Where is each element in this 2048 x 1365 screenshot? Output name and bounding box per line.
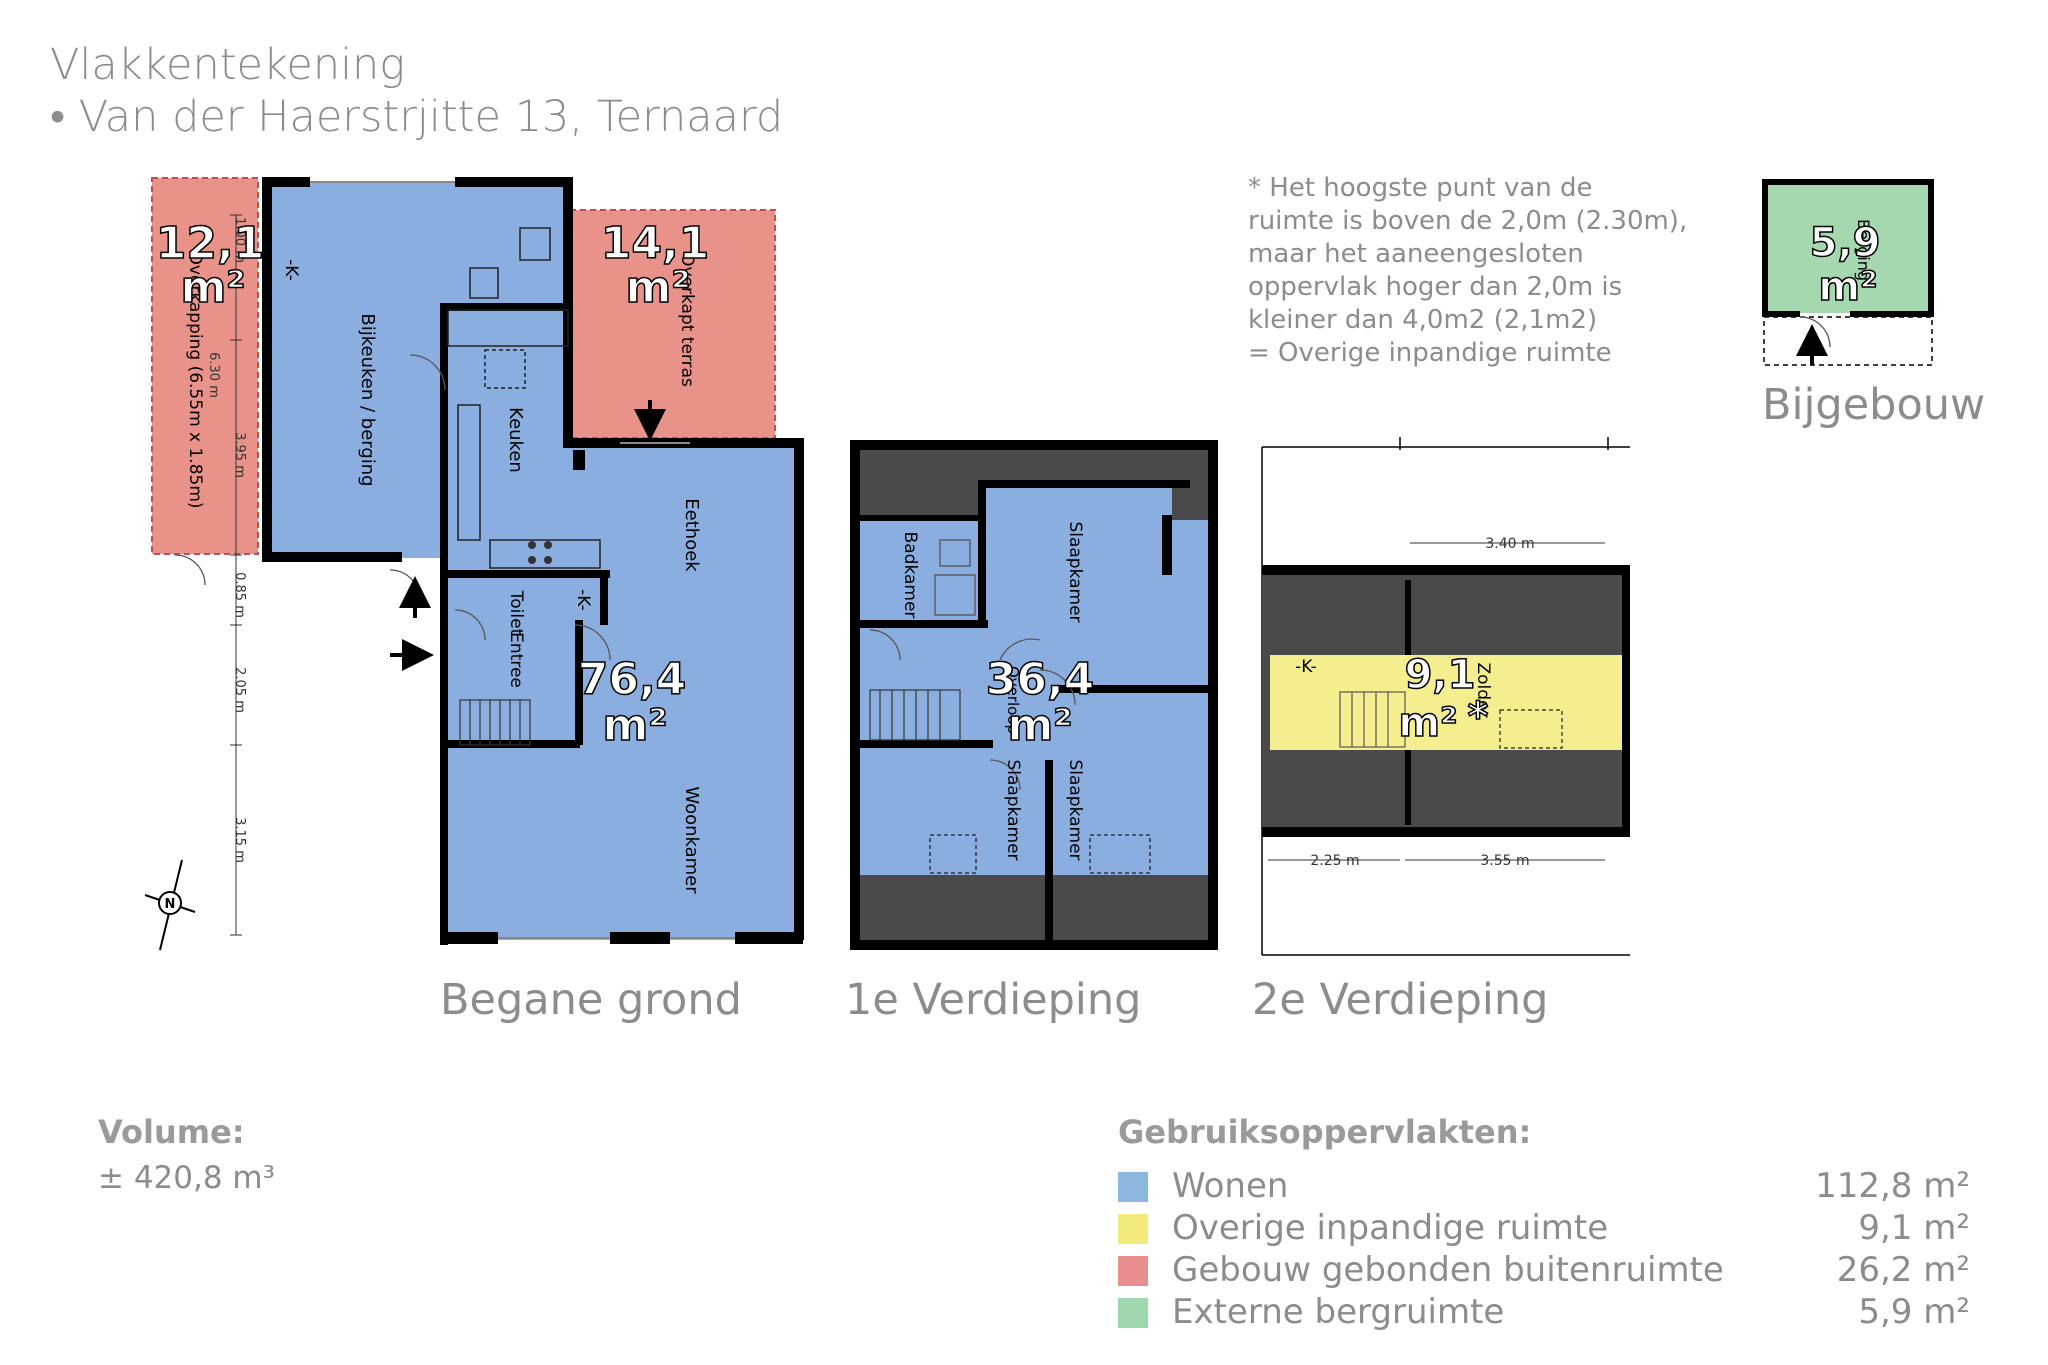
area-bijgebouw-unit: m² <box>1818 264 1877 310</box>
compass-label: N <box>165 897 176 912</box>
area-bijgebouw: 5,9 <box>1810 220 1881 266</box>
dimension-line-vertical <box>230 214 242 936</box>
label-terras: Overkapt terras <box>677 253 697 387</box>
label-toilet: Toilet <box>506 590 526 636</box>
label-keuken: Keuken <box>505 407 526 473</box>
legend-value: 26,2 m² <box>1836 1250 1970 1290</box>
area-tweede-unit: m² <box>1398 700 1457 746</box>
floor-bijgebouw: Berging 5,9 m² <box>1762 179 1934 366</box>
label-entree: Entree <box>506 632 526 688</box>
label-eethoek: Eethoek <box>681 498 702 572</box>
note-line: ruimte is boven de 2,0m (2.30m), <box>1248 206 1688 236</box>
floor-label-tweede: 2e Verdieping <box>1252 975 1549 1025</box>
floor-begane-grond: 1.00 m 6.30 m 3.95 m 0.85 m 2.05 m 3.15 … <box>144 177 804 951</box>
volume-value: ± 420,8 m³ <box>98 1160 276 1196</box>
legend-item-overige: Overige inpandige ruimte 9,1 m² <box>1118 1208 1970 1248</box>
legend-item-wonen: Wonen 112,8 m² <box>1118 1166 1970 1206</box>
area-eerste-unit: m² <box>1007 700 1072 751</box>
label-slaapkamer-2: Slaapkamer <box>1003 759 1023 860</box>
legend-heading: Gebruiksoppervlakten: <box>1118 1113 1532 1151</box>
area-tweede: 9,1 <box>1405 652 1476 698</box>
entrance-arrows <box>390 400 666 671</box>
label-woonkamer: Woonkamer <box>681 786 702 894</box>
dim-top: 3.40 m <box>1485 536 1534 552</box>
room-overkapping <box>151 177 259 555</box>
legend-item-buiten: Gebouw gebonden buitenruimte 26,2 m² <box>1118 1250 1970 1290</box>
label-zolder: Zolder <box>1473 662 1493 717</box>
dimension-lines-tweede <box>1268 542 1605 861</box>
label-slaapkamer-1: Slaapkamer <box>1065 521 1085 622</box>
walls-tweede <box>1262 565 1630 837</box>
legend-value: 9,1 m² <box>1858 1208 1970 1248</box>
area-main-unit: m² <box>602 700 667 751</box>
walls-eerste <box>850 440 1218 950</box>
floor-label-eerste: 1e Verdieping <box>845 975 1142 1025</box>
label-bijkeuken: Bijkeuken / berging <box>357 313 378 486</box>
legend-label: Wonen <box>1172 1166 1289 1206</box>
room-berging <box>1768 183 1928 313</box>
label-k-tweede: -K- <box>1295 657 1317 677</box>
dim-d6: 3.15 m <box>232 817 247 863</box>
area-eerste: 36,4 <box>986 654 1095 705</box>
floor-label-bijgebouw: Bijgebouw <box>1762 380 1986 430</box>
room-main-wonen <box>440 300 800 940</box>
dim-d1: 1.00 m <box>232 217 247 263</box>
note-line: maar het aaneengesloten <box>1248 239 1584 269</box>
label-berging: Berging <box>1854 219 1873 281</box>
room-zolder <box>1270 655 1622 750</box>
legend-value: 5,9 m² <box>1858 1292 1970 1332</box>
legend-label: Externe bergruimte <box>1172 1292 1505 1332</box>
legend-swatch <box>1118 1214 1148 1244</box>
floor-label-begane-grond: Begane grond <box>440 975 742 1025</box>
label-k2: -K- <box>573 589 593 611</box>
area-overkapping-unit: m² <box>180 262 245 313</box>
label-slaapkamer-3: Slaapkamer <box>1065 759 1085 860</box>
floor-tweede: 3.40 m 2.25 m 3.55 m -K- Zolder 9,1 m² * <box>1261 437 1630 956</box>
dim-left: 2.25 m <box>1310 853 1359 869</box>
legend-label: Gebouw gebonden buitenruimte <box>1172 1250 1724 1290</box>
address-subtitle: • Van der Haerstrjitte 13, Ternaard <box>50 92 784 142</box>
compass-icon <box>144 859 196 951</box>
dim-d4: 0.85 m <box>232 572 247 618</box>
dim-d3: 3.95 m <box>232 432 247 478</box>
legend-item-berg: Externe bergruimte 5,9 m² <box>1118 1292 1970 1332</box>
legend-swatch <box>1118 1298 1148 1328</box>
area-overkapping: 12,1 <box>156 218 265 269</box>
volume-heading: Volume: <box>98 1113 245 1151</box>
page-title: Vlakkentekening <box>50 40 406 90</box>
note-line: = Overige inpandige ruimte <box>1248 338 1612 368</box>
dim-d5: 2.05 m <box>232 667 247 713</box>
note-block: * Het hoogste punt van de ruimte is bove… <box>1248 172 1708 370</box>
label-overloop: Overloop <box>1004 666 1022 734</box>
area-main: 76,4 <box>578 654 687 705</box>
dim-d2: 6.30 m <box>206 352 221 398</box>
note-line: * Het hoogste punt van de <box>1248 173 1593 203</box>
label-k1: -K- <box>281 259 301 281</box>
area-terras-unit: m² <box>625 262 690 313</box>
area-tweede-marker: * <box>1468 694 1489 740</box>
area-terras: 14,1 <box>601 218 710 269</box>
legend-swatch <box>1118 1256 1148 1286</box>
label-overkapping: Overkapping (6.55m x 1.85m) <box>185 251 205 508</box>
legend-swatch <box>1118 1172 1148 1202</box>
legend-value: 112,8 m² <box>1815 1166 1970 1206</box>
floor-eerste: Badkamer Slaapkamer Slaapkamer Slaapkame… <box>850 440 1218 950</box>
note-line: kleiner dan 4,0m2 (2,1m2) <box>1248 305 1598 335</box>
label-badkamer: Badkamer <box>900 532 920 619</box>
dim-right: 3.55 m <box>1480 853 1529 869</box>
legend-label: Overige inpandige ruimte <box>1172 1208 1609 1248</box>
note-line: oppervlak hoger dan 2,0m is <box>1248 272 1623 302</box>
